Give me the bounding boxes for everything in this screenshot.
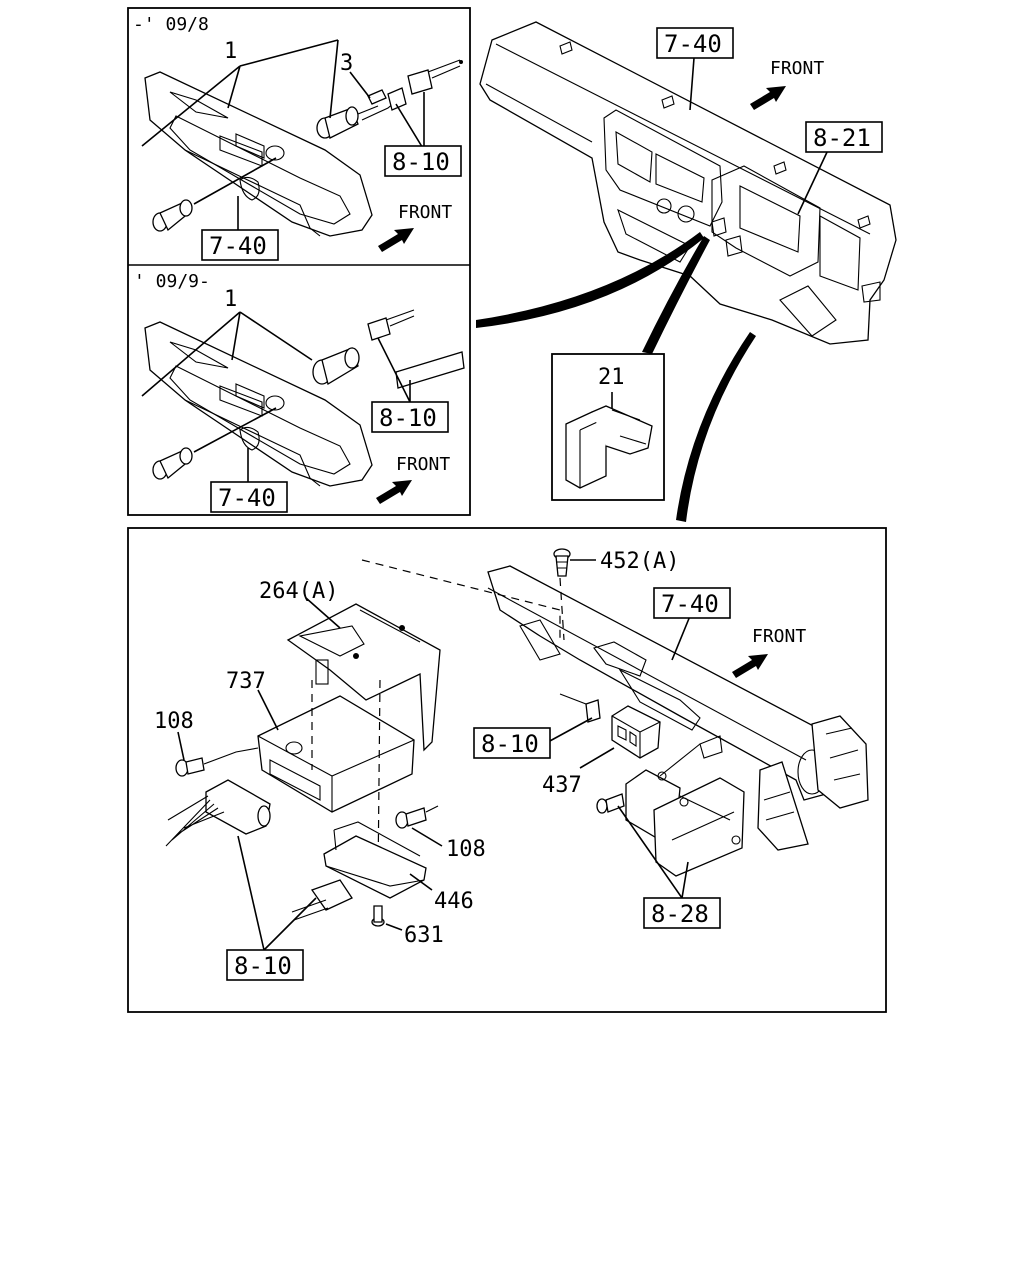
ref-harness-center: 8-10	[481, 730, 539, 758]
bottom-frame	[127, 527, 887, 1013]
bolt-108-right-illustration	[395, 807, 427, 829]
ref-dash-panel: 7-40	[664, 30, 722, 58]
bottom-assembly: 452(A) 264(A) 737 108	[127, 527, 887, 1013]
variant-up-to-0908: -' 09/8	[133, 14, 463, 261]
ref-panel-bottom: 7-40	[661, 590, 719, 618]
ref-box-harness-middle	[371, 401, 449, 433]
front-arrow-middle	[376, 480, 412, 504]
front-arrow-bottom	[732, 654, 768, 678]
ref-harness-bottom: 8-10	[234, 952, 292, 980]
connector-center-illustration	[559, 693, 601, 723]
relay-437-illustration	[611, 705, 661, 759]
front-label-bottom: FRONT	[752, 626, 806, 647]
ref-box-harness-center	[473, 727, 551, 759]
leader-harness-middle	[377, 337, 411, 403]
ref-box-panel-middle	[210, 481, 288, 513]
dashboard-overview	[479, 21, 897, 345]
accessory-socket-illustration	[312, 347, 360, 386]
switch-inset: 21	[551, 353, 665, 501]
leader-dash-panel	[689, 57, 695, 111]
connector-illustration	[407, 59, 463, 95]
ref-harness-top: 8-10	[392, 148, 450, 176]
part-446-label: 446	[434, 889, 474, 914]
front-arrow-top	[378, 228, 414, 252]
section-label-0909: ' 09/9-	[134, 271, 210, 292]
sweep-to-inset	[476, 232, 704, 328]
harness-bundle-illustration	[165, 779, 271, 847]
leader-socket	[193, 157, 277, 205]
socket-illustration	[152, 199, 193, 232]
part-631-label: 631	[404, 923, 444, 948]
part-1-label-lower: 1	[224, 287, 237, 312]
crossbeam-illustration	[487, 565, 869, 851]
part-21-label: 21	[598, 365, 625, 390]
ref-bracket: 8-28	[651, 900, 709, 928]
part-437-label: 437	[542, 773, 582, 798]
part-108-left-label: 108	[154, 709, 194, 734]
sweep-to-bottom	[676, 332, 756, 522]
part-264-label: 264(A)	[259, 579, 338, 604]
module-446-illustration	[323, 821, 427, 899]
bracket-264-illustration	[286, 603, 441, 752]
part-737-label: 737	[226, 669, 266, 694]
switch-panel-illustration-2	[144, 321, 373, 487]
sweep-to-switch	[642, 236, 710, 354]
ref-panel-middle: 7-40	[218, 484, 276, 512]
ref-box-harness-top	[384, 145, 462, 177]
ref-box-bracket	[643, 897, 721, 929]
ref-panel-top: 7-40	[209, 232, 267, 260]
inset-switch-variants	[127, 7, 471, 516]
leader-part-3	[349, 71, 371, 99]
variant-from-0909: ' 09/9- 1	[134, 271, 465, 513]
leader-harness-bottom	[237, 835, 317, 951]
ref-box-dash-meter	[805, 121, 883, 153]
part-1-label-top: 1	[224, 39, 237, 64]
leader-socket-2	[193, 407, 277, 453]
ref-harness-middle: 8-10	[379, 404, 437, 432]
lighter-illustration	[316, 87, 407, 139]
connector-illustration-2	[367, 309, 465, 389]
ref-box-panel-bottom	[653, 587, 731, 619]
ref-box-dash-panel	[656, 27, 734, 59]
bolt-452-illustration	[553, 548, 571, 577]
mount-trace	[361, 559, 561, 640]
part-108-right-label: 108	[446, 837, 486, 862]
leader-bracket	[617, 805, 689, 899]
control-unit-737-illustration	[257, 695, 415, 813]
front-arrow-dash	[750, 86, 786, 110]
switch-inset-frame	[551, 353, 665, 501]
part-452-label: 452(A)	[600, 549, 679, 574]
inset-frame	[127, 7, 471, 516]
section-label-0908: -' 09/8	[133, 14, 209, 35]
ref-box-harness-bottom	[226, 949, 304, 981]
screw-631-illustration	[371, 905, 385, 927]
front-label-dash: FRONT	[770, 58, 824, 79]
ref-box-panel-top	[201, 229, 279, 261]
socket-illustration-2	[152, 447, 193, 480]
leader-harness-top	[395, 92, 425, 151]
front-label-top: FRONT	[398, 202, 452, 223]
bolt-108-left-illustration	[175, 757, 205, 777]
leader-dash-meter	[797, 149, 829, 215]
leader-part-1	[141, 39, 339, 147]
ref-dash-meter: 8-21	[813, 124, 871, 152]
front-label-middle: FRONT	[396, 454, 450, 475]
part-3-label: 3	[340, 51, 353, 76]
leader-part-1-lower	[141, 311, 313, 397]
bracket-828-illustration	[625, 735, 745, 877]
